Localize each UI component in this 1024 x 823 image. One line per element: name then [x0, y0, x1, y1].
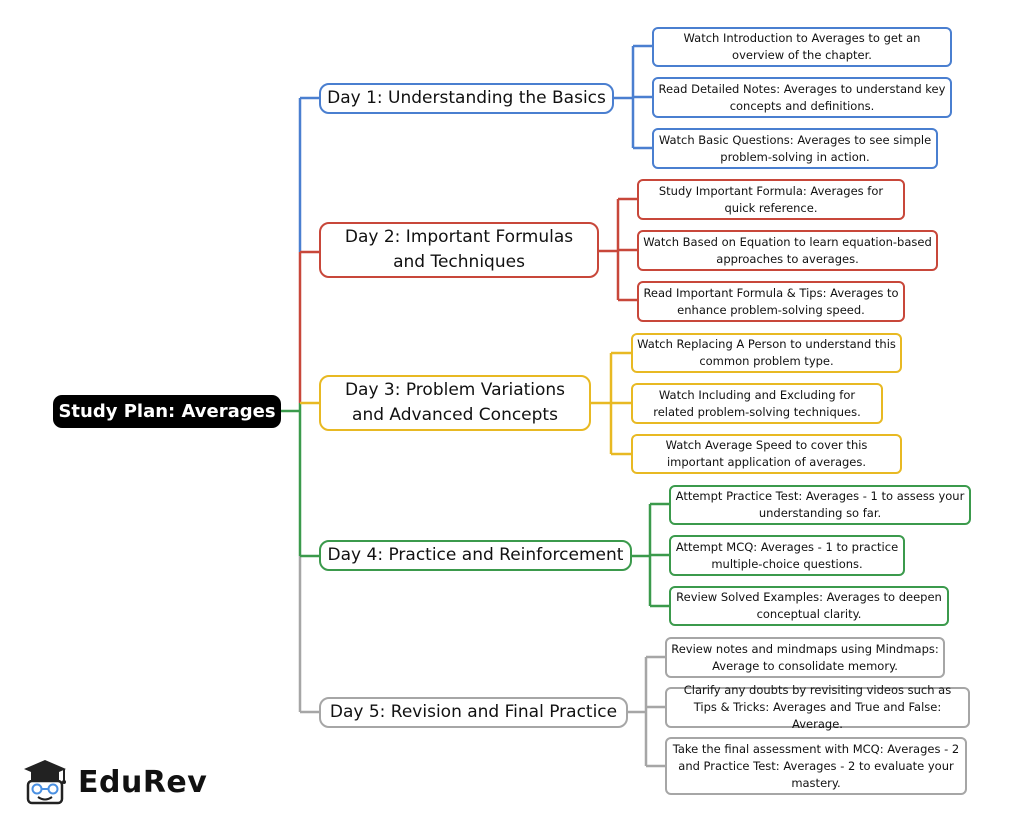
- day-5-node: Day 5: Revision and Final Practice: [319, 697, 628, 728]
- edurev-logo: EduRev: [18, 757, 207, 807]
- day-3-task-2: Watch Including and Excluding for relate…: [631, 383, 883, 424]
- day-4-node: Day 4: Practice and Reinforcement: [319, 540, 632, 571]
- day-1-task-1: Watch Introduction to Averages to get an…: [652, 27, 952, 67]
- day-2-task-2: Watch Based on Equation to learn equatio…: [637, 230, 938, 271]
- day-2-node: Day 2: Important Formulas and Techniques: [319, 222, 599, 278]
- mindmap-root: Study Plan: Averages: [53, 395, 281, 428]
- day-5-task-3: Take the final assessment with MCQ: Aver…: [665, 737, 967, 795]
- brand-name: EduRev: [78, 764, 208, 800]
- day-2-task-1: Study Important Formula: Averages for qu…: [637, 179, 905, 220]
- day-1-task-2: Read Detailed Notes: Averages to underst…: [652, 77, 952, 118]
- day-1-node: Day 1: Understanding the Basics: [319, 83, 614, 114]
- day-5-task-2: Clarify any doubts by revisiting videos …: [665, 683, 970, 731]
- day-3-node: Day 3: Problem Variations and Advanced C…: [319, 375, 591, 431]
- day-3-task-3: Watch Average Speed to cover this import…: [631, 434, 902, 474]
- day-3-task-1: Watch Replacing A Person to understand t…: [631, 333, 902, 373]
- day-5-task-1: Review notes and mindmaps using Mindmaps…: [665, 637, 945, 678]
- day-4-task-1: Attempt Practice Test: Averages - 1 to a…: [669, 485, 971, 525]
- graduate-cap-icon: [24, 760, 66, 805]
- day-4-task-3: Review Solved Examples: Averages to deep…: [669, 586, 949, 626]
- day-2-task-3: Read Important Formula & Tips: Averages …: [637, 281, 905, 322]
- day-4-task-2: Attempt MCQ: Averages - 1 to practice mu…: [669, 535, 905, 576]
- day-1-task-3: Watch Basic Questions: Averages to see s…: [652, 128, 938, 169]
